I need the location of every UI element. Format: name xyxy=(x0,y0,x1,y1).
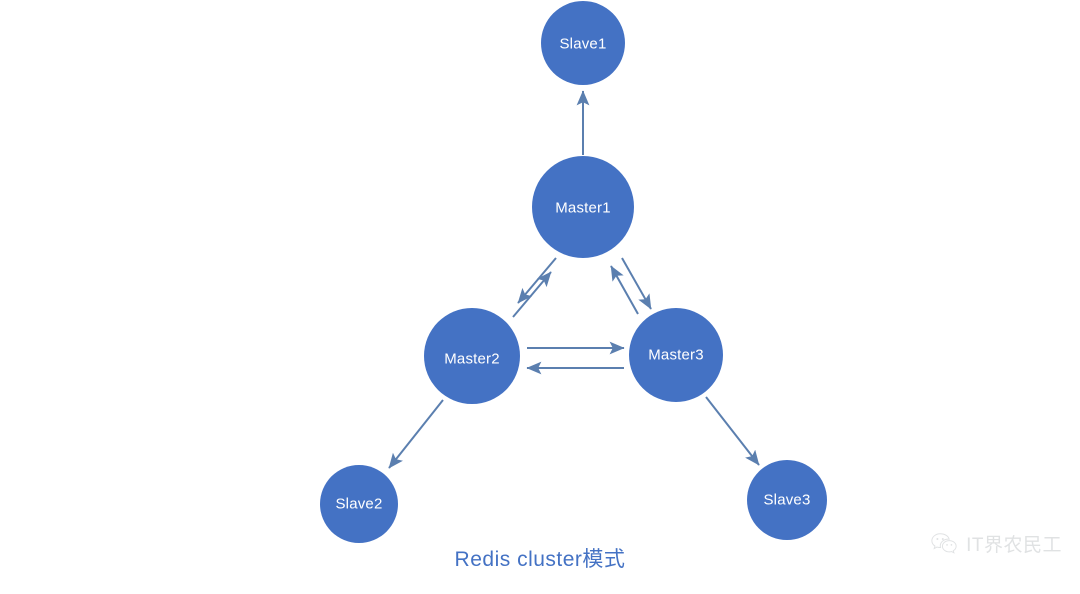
node-master2[interactable]: Master2 xyxy=(424,308,520,404)
node-master3-label: Master3 xyxy=(648,347,704,364)
node-slave3-label: Slave3 xyxy=(763,492,810,509)
node-master1[interactable]: Master1 xyxy=(532,156,634,258)
node-slave2-label: Slave2 xyxy=(335,496,382,513)
edge-master2-slave2 xyxy=(388,399,444,469)
edge-master1-master2 xyxy=(512,257,557,318)
node-slave1-label: Slave1 xyxy=(559,36,606,53)
node-master3[interactable]: Master3 xyxy=(629,308,723,402)
edge-master1-master3 xyxy=(610,257,652,315)
node-slave1[interactable]: Slave1 xyxy=(541,1,625,85)
node-slave3[interactable]: Slave3 xyxy=(747,460,827,540)
node-master2-label: Master2 xyxy=(444,351,500,368)
node-master1-label: Master1 xyxy=(555,200,611,217)
wechat-icon xyxy=(931,532,957,554)
watermark-text: IT界农民工 xyxy=(966,535,1062,556)
node-slave2[interactable]: Slave2 xyxy=(320,465,398,543)
watermark: IT界农民工 xyxy=(931,530,1062,557)
edge-master3-slave3 xyxy=(705,396,760,466)
edge-master2-master3 xyxy=(526,341,625,375)
diagram-title: Redis cluster模式 xyxy=(454,548,626,571)
